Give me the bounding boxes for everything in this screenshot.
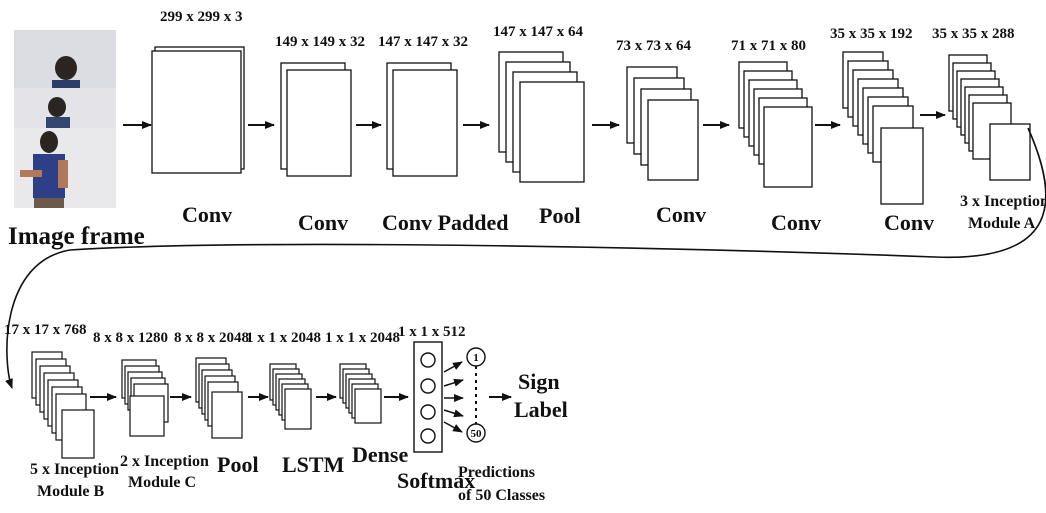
- layer-label: Conv: [298, 210, 348, 235]
- output-label: Sign: [518, 369, 560, 394]
- layer-dims: 1 x 1 x 512: [398, 324, 466, 340]
- layer-dims: 1 x 1 x 2048: [246, 330, 321, 346]
- layer-conv-4: 71 x 71 x 80 Conv: [731, 38, 821, 235]
- input-image-frame: [14, 30, 116, 208]
- predictions-label-line2: of 50 Classes: [458, 487, 545, 504]
- layer-conv-1: 299 x 299 x 3 Conv: [152, 9, 244, 227]
- layer-dims: 149 x 149 x 32: [275, 34, 365, 50]
- predictions-label: Predictions: [458, 464, 535, 481]
- layer-conv-5: 35 x 35 x 192 Conv: [830, 26, 934, 235]
- layer-dims: 147 x 147 x 32: [378, 34, 468, 50]
- layer-label-line2: Module B: [37, 483, 104, 500]
- layer-dense: 1 x 1 x 2048 Dense: [325, 330, 408, 467]
- layer-label: Conv: [656, 202, 706, 227]
- softmax-output-arrows: [444, 362, 463, 432]
- prediction-node-last-label: 50: [471, 428, 483, 440]
- input-caption: Image frame: [8, 223, 145, 250]
- layer-label-line2: Module C: [128, 474, 196, 491]
- layer-dims: 17 x 17 x 768: [4, 322, 87, 338]
- layer-label: Pool: [539, 203, 581, 228]
- layer-lstm: 1 x 1 x 2048 LSTM: [246, 330, 345, 477]
- layer-conv-padded: 147 x 147 x 32 Conv Padded: [378, 34, 509, 235]
- layer-label: 3 x Inception: [960, 193, 1046, 210]
- layer-label: 5 x Inception: [30, 461, 119, 478]
- layer-dims: 35 x 35 x 192: [830, 26, 913, 42]
- layer-dims: 8 x 8 x 1280: [93, 330, 168, 346]
- layer-dims: 8 x 8 x 2048: [174, 330, 249, 346]
- layer-label: Conv: [771, 210, 821, 235]
- layer-label-line2: Module A: [968, 215, 1036, 232]
- layer-label: Conv Padded: [382, 210, 509, 235]
- layer-label: Conv: [884, 210, 934, 235]
- layer-label: Pool: [217, 452, 259, 477]
- prediction-node-first-label: 1: [473, 352, 479, 364]
- layer-dims: 35 x 35 x 288: [932, 26, 1015, 42]
- layer-pool-1: 147 x 147 x 64 Pool: [493, 24, 584, 228]
- output-label-line2: Label: [514, 397, 568, 422]
- output-sign-label: Sign Label: [514, 369, 568, 422]
- layer-dims: 71 x 71 x 80: [731, 38, 806, 54]
- layer-label: Dense: [352, 442, 408, 467]
- layer-label: Conv: [182, 202, 232, 227]
- layer-dims: 73 x 73 x 64: [616, 38, 692, 54]
- layer-dims: 1 x 1 x 2048: [325, 330, 400, 346]
- layer-dims: 299 x 299 x 3: [160, 9, 243, 25]
- layer-label: 2 x Inception: [120, 453, 209, 470]
- layer-dims: 147 x 147 x 64: [493, 24, 584, 40]
- layer-conv-2: 149 x 149 x 32 Conv: [275, 34, 365, 235]
- layer-label: LSTM: [282, 452, 345, 477]
- layer-conv-3: 73 x 73 x 64 Conv: [616, 38, 706, 227]
- layer-inception-b: 17 x 17 x 768 5 x Inception Module B: [4, 322, 119, 500]
